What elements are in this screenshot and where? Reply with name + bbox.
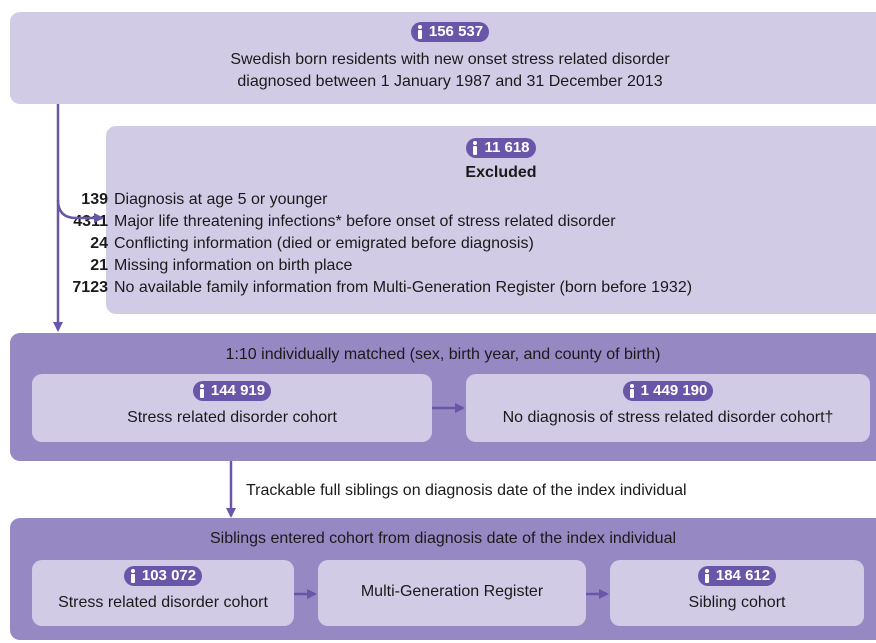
matched-title: 1:10 individually matched (sex, birth ye… bbox=[225, 346, 661, 363]
exclusion-label: Diagnosis at age 5 or younger bbox=[114, 191, 328, 208]
person-icon bbox=[702, 568, 712, 584]
source-line-1: Swedish born residents with new onset st… bbox=[230, 51, 670, 68]
register-label: Multi-Generation Register bbox=[360, 583, 544, 600]
excluded-title: Excluded bbox=[465, 164, 537, 181]
sibling-box: Siblings entered cohort from diagnosis d… bbox=[10, 518, 876, 640]
exclusion-count: 21 bbox=[90, 257, 108, 274]
exclusion-label: No available family information from Mul… bbox=[114, 279, 693, 296]
person-icon bbox=[128, 568, 138, 584]
no-diagnosis-cohort-box: 1 449 190 No diagnosis of stress related… bbox=[466, 374, 870, 442]
exclusion-label: Conflicting information (died or emigrat… bbox=[114, 235, 534, 252]
sibling-stress-cohort-box: 103 072 Stress related disorder cohort bbox=[32, 560, 294, 626]
sibling-stress-cohort-label: Stress related disorder cohort bbox=[58, 594, 268, 611]
exclusion-row: 24 Conflicting information (died or emigr… bbox=[0, 233, 534, 255]
count-badge: 184 612 bbox=[697, 566, 777, 586]
sibling-cohort-label: Sibling cohort bbox=[688, 594, 786, 611]
source-population-box: 156 537 Swedish born residents with new … bbox=[10, 12, 876, 104]
source-line-2: diagnosed between 1 January 1987 and 31 … bbox=[237, 73, 663, 90]
person-icon bbox=[627, 383, 637, 399]
count-value: 11 618 bbox=[484, 139, 530, 156]
exclusion-count: 7123 bbox=[72, 279, 108, 296]
sibling-connector-label: Trackable full siblings on diagnosis dat… bbox=[246, 482, 687, 499]
exclusion-label: Major life threatening infections* befor… bbox=[114, 213, 616, 230]
sibling-title: Siblings entered cohort from diagnosis d… bbox=[209, 530, 677, 547]
stress-cohort-label: Stress related disorder cohort bbox=[127, 409, 337, 426]
sibling-cohort-box: 184 612 Sibling cohort bbox=[610, 560, 864, 626]
exclusion-row: 7123 No available family information from… bbox=[0, 277, 692, 299]
exclusion-label: Missing information on birth place bbox=[114, 257, 353, 274]
exclusion-count: 24 bbox=[90, 235, 108, 252]
excluded-box: 11 618 Excluded bbox=[106, 126, 876, 314]
register-box: Multi-Generation Register bbox=[318, 560, 586, 626]
matched-box: 1:10 individually matched (sex, birth ye… bbox=[10, 333, 876, 461]
count-badge: 11 618 bbox=[466, 138, 536, 158]
exclusion-row: 139 Diagnosis at age 5 or younger bbox=[0, 189, 327, 211]
count-value: 103 072 bbox=[141, 567, 197, 584]
count-badge: 103 072 bbox=[123, 566, 203, 586]
count-value: 144 919 bbox=[210, 382, 266, 399]
stress-cohort-box: 144 919 Stress related disorder cohort bbox=[32, 374, 432, 442]
exclusion-arrow bbox=[56, 199, 104, 223]
count-badge: 1 449 190 bbox=[622, 381, 714, 401]
person-icon bbox=[470, 140, 480, 156]
exclusion-count: 139 bbox=[81, 191, 108, 208]
person-icon bbox=[415, 24, 425, 40]
count-badge: 144 919 bbox=[192, 381, 272, 401]
count-value: 1 449 190 bbox=[640, 382, 708, 399]
exclusion-row: 21 Missing information on birth place bbox=[0, 255, 352, 277]
count-value: 156 537 bbox=[428, 23, 484, 40]
count-badge: 156 537 bbox=[410, 22, 490, 42]
no-diagnosis-cohort-label: No diagnosis of stress related disorder … bbox=[502, 409, 834, 426]
count-value: 184 612 bbox=[715, 567, 771, 584]
person-icon bbox=[197, 383, 207, 399]
